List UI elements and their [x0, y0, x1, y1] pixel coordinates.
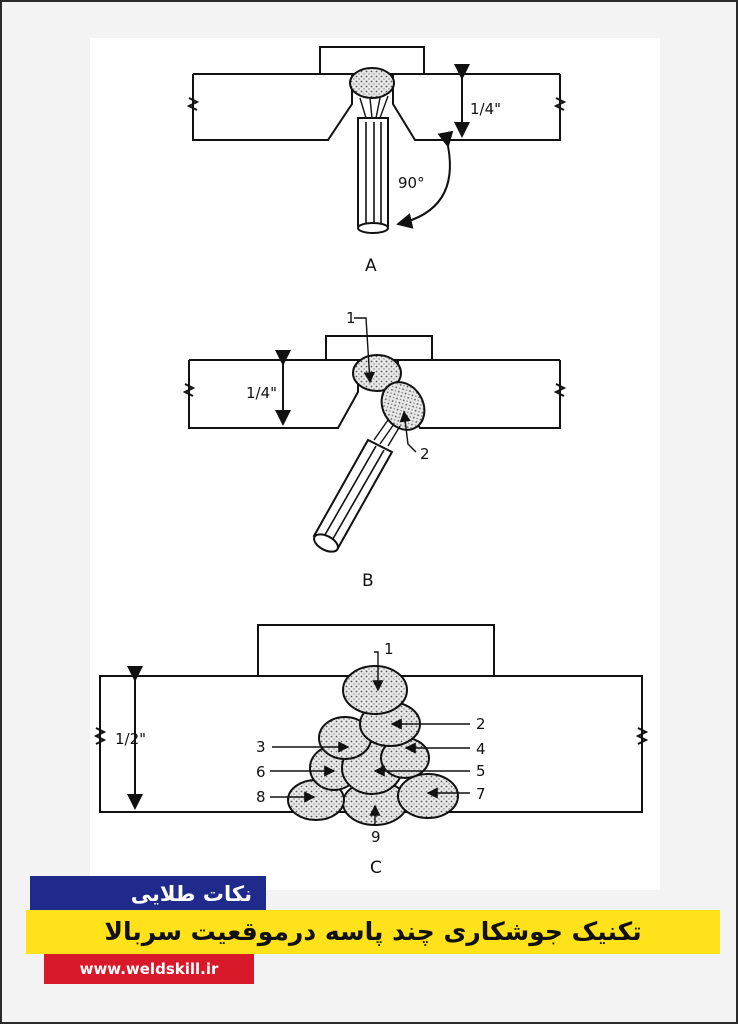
caption-c: C	[370, 858, 382, 878]
caption-a: A	[365, 256, 377, 276]
pass-7-c	[397, 773, 459, 819]
weld-bead-a	[349, 67, 395, 99]
caption-b: B	[362, 571, 374, 591]
arc-b	[373, 419, 401, 447]
pass-2-b	[380, 381, 426, 431]
title-banner: تکنیک جوشکاری چند پاسه درموقعیت سربالا	[26, 910, 720, 954]
pass-label-b-2: 2	[420, 445, 430, 463]
pass-label-c-2: 2	[476, 715, 486, 733]
leader-2-b	[399, 410, 417, 453]
pass-label-b-1: 1	[346, 309, 356, 327]
golden-tips-badge: نکات طلایی	[30, 876, 266, 912]
pass-label-c-5: 5	[476, 762, 486, 780]
break-mark-a-right	[553, 97, 567, 111]
thickness-label-b: 1/4"	[246, 384, 277, 402]
website-url[interactable]: www.weldskill.ir	[44, 954, 254, 984]
pass-label-c-3: 3	[256, 738, 266, 756]
break-mark-a-left	[186, 97, 200, 111]
pass-label-c-8: 8	[256, 788, 266, 806]
pass-label-c-4: 4	[476, 740, 486, 758]
pass-label-c-1: 1	[384, 640, 394, 658]
break-mark-b-right	[553, 383, 567, 397]
break-mark-b-left	[182, 383, 196, 397]
leaders-c	[270, 651, 470, 826]
figure-a	[186, 46, 567, 234]
thickness-label-a: 1/4"	[470, 100, 501, 118]
electrode-a	[357, 117, 389, 231]
figure-b	[182, 317, 567, 553]
pass-label-c-6: 6	[256, 763, 266, 781]
plate-left-a	[192, 74, 353, 141]
thickness-label-c: 1/2"	[115, 730, 146, 748]
pass-label-c-9: 9	[371, 828, 381, 846]
leader-1-b	[354, 317, 375, 384]
pass-1-c	[342, 665, 408, 715]
figure-c	[93, 624, 649, 826]
arc-a	[359, 95, 389, 119]
welding-diagram: 1/4" 90° A 1/4" 1 2 B	[93, 46, 649, 878]
angle-label-a: 90°	[398, 174, 425, 192]
break-mark-c-left	[93, 727, 107, 745]
break-mark-c-right	[635, 727, 649, 745]
angle-arc-a	[396, 130, 454, 229]
pass-label-c-7: 7	[476, 785, 486, 803]
